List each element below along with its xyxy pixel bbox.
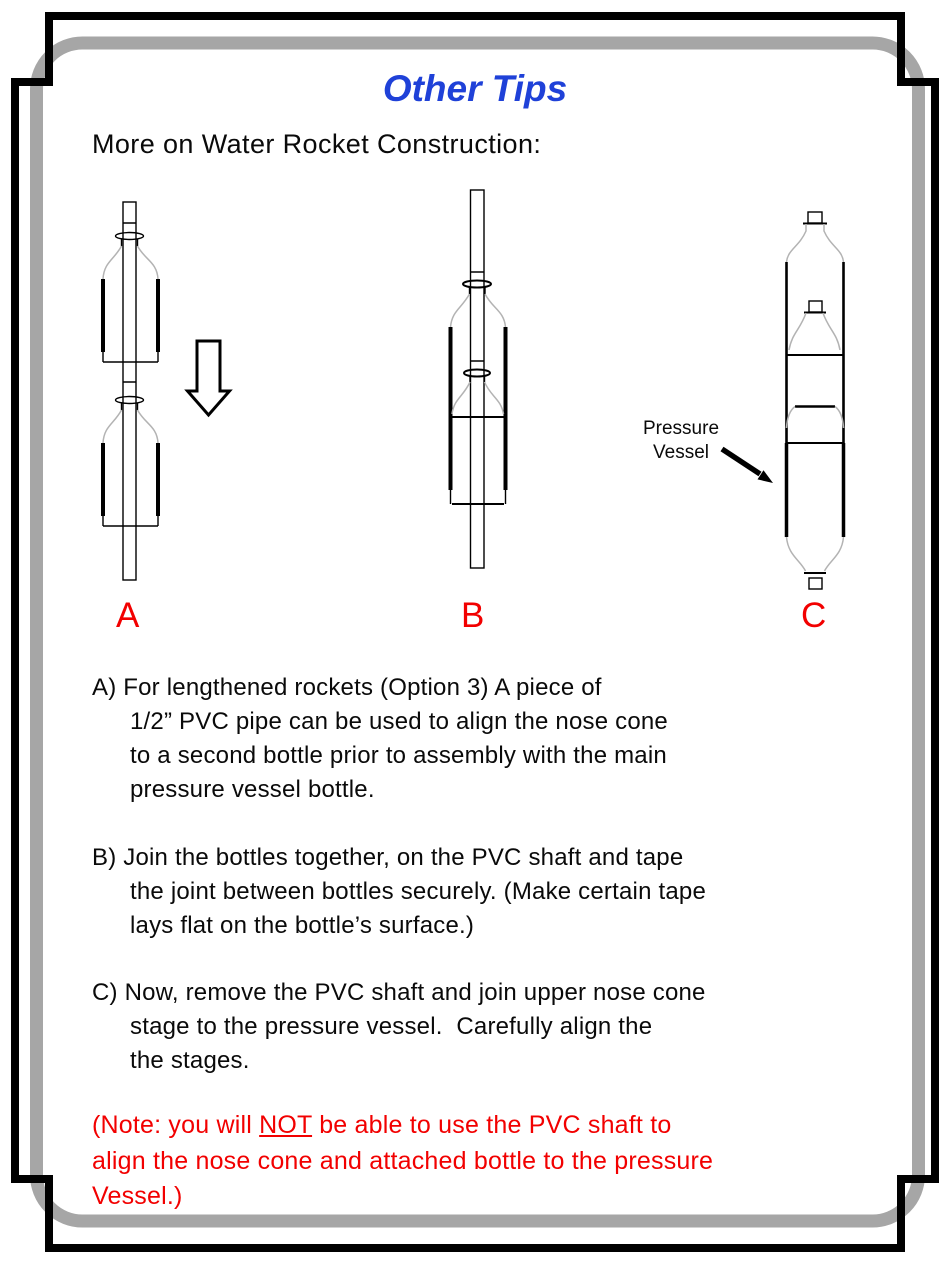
instruction-a-line: 1/2” PVC pipe can be used to align the n… [130,708,668,735]
warning-note-underlined-text: NOT [259,1111,313,1139]
figure-b-joined-bottles [448,189,508,569]
instruction-b-line: the joint between bottles securely. (Mak… [130,878,706,905]
instruction-b-line: lays flat on the bottle’s surface.) [130,912,475,939]
section-heading: More on Water Rocket Construction: [92,129,542,159]
instruction-b-line: B) Join the bottles together, on the PVC… [92,844,684,871]
pressure-vessel-label-line2: Vessel [653,442,709,463]
instruction-c-line: stage to the pressure vessel. Carefully … [130,1013,653,1040]
figure-c-assembled-rocket [720,211,846,590]
instruction-a-line: pressure vessel bottle. [130,776,375,803]
page-border [11,12,939,1252]
instruction-c: C) Now, remove the PVC shaft and join up… [92,976,706,1078]
pressure-vessel-arrow-icon [720,446,773,483]
pressure-vessel-label-line1: Pressure [642,418,720,439]
instruction-c-line: C) Now, remove the PVC shaft and join up… [92,979,706,1006]
warning-note-line: Vessel.) [92,1182,183,1210]
figure-a-label: A [116,596,140,635]
warning-note-line: align the nose cone and attached bottle … [92,1146,714,1175]
down-arrow-icon [184,339,233,418]
pressure-vessel-label: Pressure Vessel [622,417,740,465]
instruction-a-line: A) For lengthened rockets (Option 3) A p… [92,674,602,701]
warning-note: (Note: you will NOT be able to use the P… [92,1108,713,1215]
instruction-a-line: to a second bottle prior to assembly wit… [130,742,667,769]
warning-note-text: (Note: you will [92,1111,260,1139]
warning-note-text: be able to use the PVC shaft to [312,1111,672,1139]
instruction-a: A) For lengthened rockets (Option 3) A p… [92,671,668,807]
figure-a-bottles-on-shaft [101,201,233,581]
instruction-c-line: the stages. [130,1047,250,1074]
warning-note-line: (Note: you will NOT be able to use the P… [92,1108,713,1144]
page-title: Other Tips [382,68,568,109]
figure-b-label: B [461,596,485,635]
instruction-b: B) Join the bottles together, on the PVC… [92,841,706,943]
figure-c-label: C [801,596,827,635]
